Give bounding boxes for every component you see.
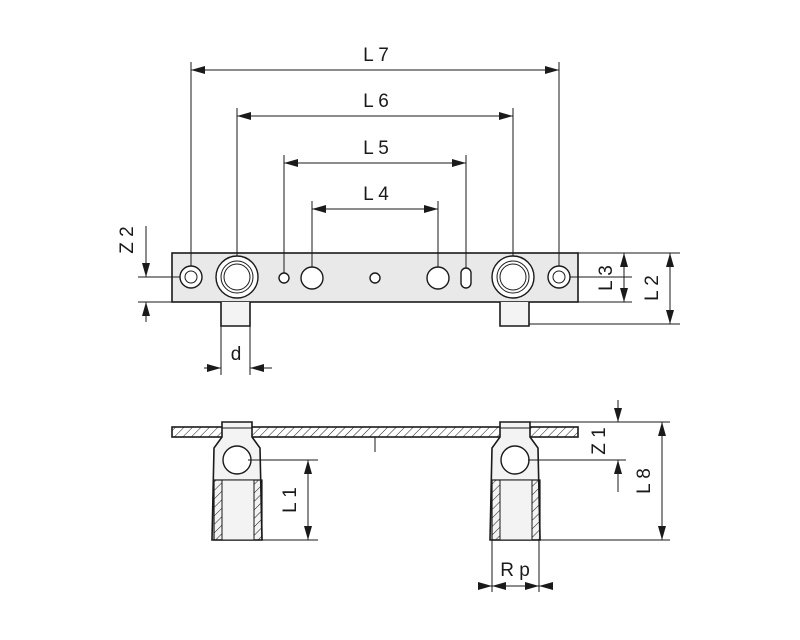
label-L8: L 8 (634, 468, 655, 494)
right-fixing-hole (547, 265, 571, 289)
right-fitting-section (489, 421, 541, 541)
dim-L8: L 8 (634, 422, 666, 540)
label-Z1: Z 1 (589, 427, 610, 454)
small-hole (369, 272, 381, 284)
dim-Rp: R p (478, 540, 553, 592)
label-L6: L 6 (363, 91, 389, 112)
dim-L3: L 3 (596, 253, 628, 302)
dim-d: d (204, 326, 272, 375)
label-L3: L 3 (596, 265, 617, 291)
dim-L7: L 7 (191, 45, 559, 74)
side-view: L 1 Z 1 L 8 R p (171, 400, 670, 592)
right-fitting (491, 255, 535, 299)
label-d: d (231, 344, 242, 365)
label-L2: L 2 (642, 275, 663, 301)
dim-L5: L 5 (284, 138, 466, 167)
dim-L2: L 2 (642, 253, 674, 324)
label-L7: L 7 (363, 45, 389, 66)
left-fitting (215, 255, 259, 299)
label-L4: L 4 (363, 184, 389, 205)
slot-hole (460, 267, 472, 289)
dim-L4: L 4 (312, 184, 438, 213)
right-outlet-stub (499, 302, 530, 327)
dim-Z2: Z 2 (117, 226, 180, 322)
top-view: L 7 L 6 L 5 L 4 (117, 45, 680, 375)
left-fixing-hole (179, 265, 203, 289)
label-Rp: R p (500, 560, 530, 581)
label-Z2: Z 2 (117, 226, 138, 253)
label-L5: L 5 (363, 138, 389, 159)
dim-L6: L 6 (237, 91, 513, 120)
label-L1: L 1 (280, 487, 301, 513)
left-fitting-section (211, 421, 263, 541)
dim-Z1: Z 1 (589, 400, 622, 492)
mount-hole (300, 266, 324, 290)
small-hole (278, 272, 290, 284)
dim-L1: L 1 (248, 459, 318, 541)
mount-hole (426, 266, 450, 290)
left-outlet-stub (220, 302, 251, 327)
